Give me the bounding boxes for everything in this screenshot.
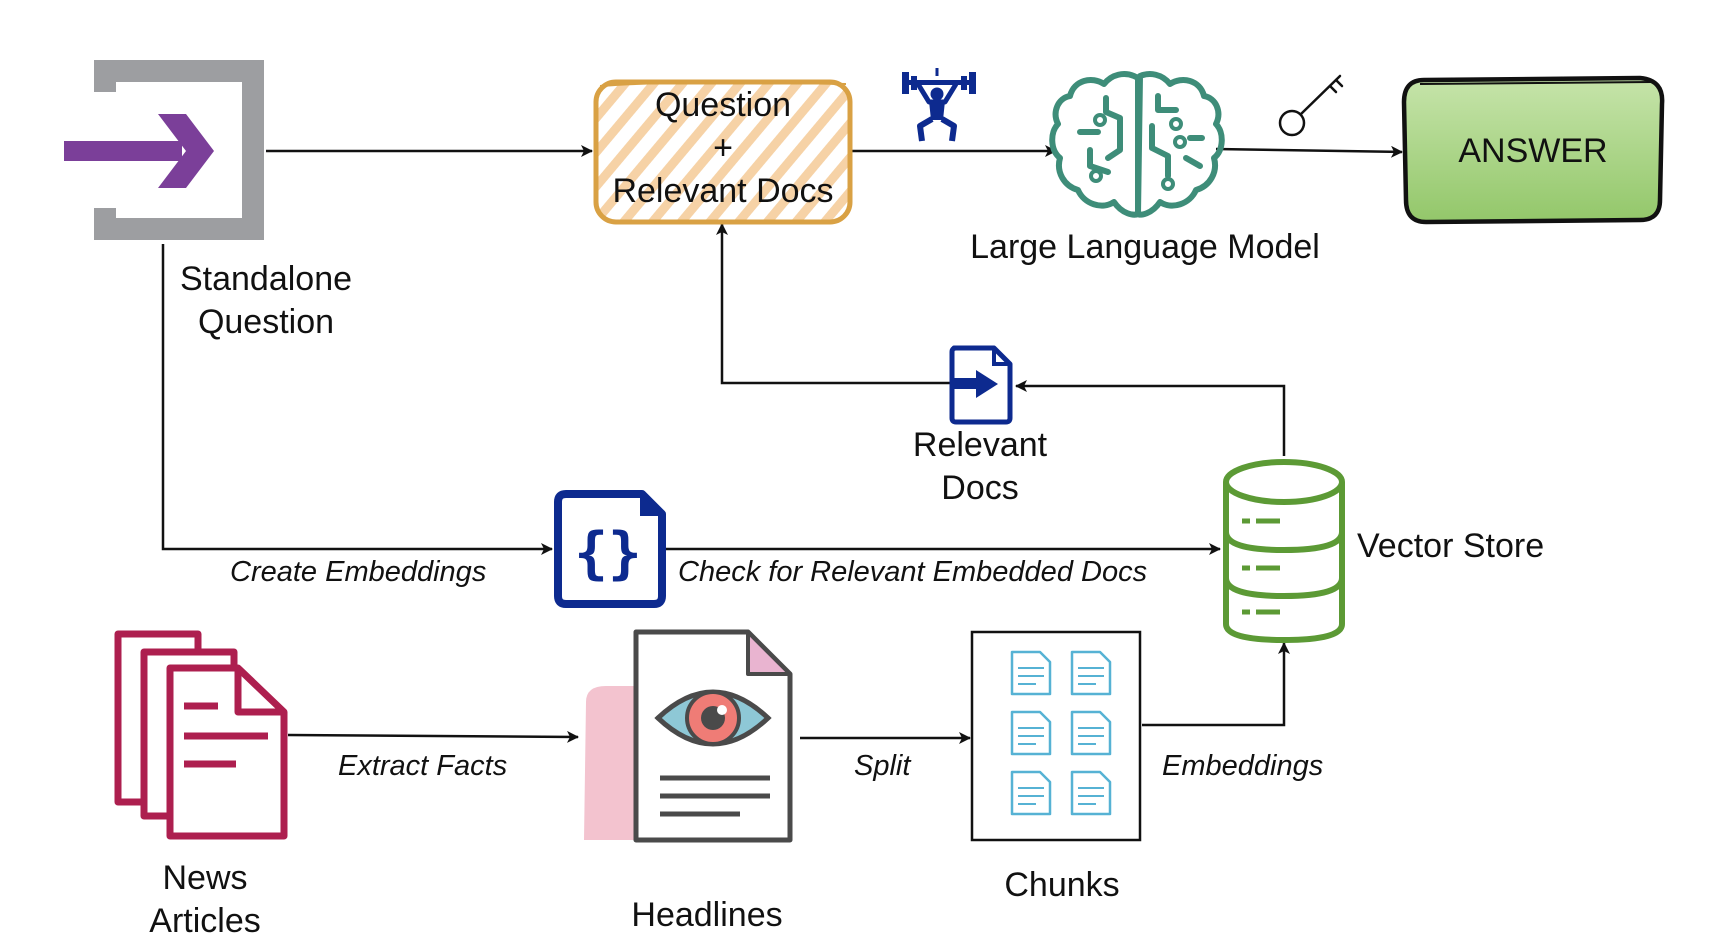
connectors [161, 145, 1403, 744]
edge-enter-to-embedding [161, 244, 553, 555]
edge-news-to-headlines [287, 730, 579, 743]
edge-vectorstore-to-relevantdocs [1015, 380, 1286, 456]
json-file-icon: {} [554, 490, 666, 608]
edge-llm-to-answer [1215, 145, 1403, 158]
prompt-box [593, 79, 853, 225]
database-icon [1223, 459, 1345, 644]
prompt-line-plus: + [713, 129, 733, 167]
document-grid-icon [970, 630, 1142, 842]
prompt-box-text: Question + Relevant Docs [596, 84, 850, 213]
enter-icon [64, 60, 264, 240]
relevant-docs-label: Relevant Docs [912, 426, 1048, 507]
answer-box [1401, 75, 1665, 225]
answer-label: ANSWER [1458, 132, 1608, 170]
prompt-line-question: Question [654, 86, 792, 124]
edge-label-embeddings: Embeddings [1162, 750, 1324, 782]
document-eye-icon [584, 629, 793, 843]
svg-text:{}: {} [574, 521, 641, 586]
edge-label-extract-facts: Extract Facts [338, 750, 508, 782]
edge-chunks-to-vectorstore [1142, 642, 1290, 727]
weightlifter-icon [902, 68, 976, 142]
brain-circuit-icon [1049, 71, 1225, 218]
edge-label-create-embeddings: Create Embeddings [230, 556, 487, 588]
llm-label: Large Language Model [970, 228, 1320, 266]
edge-relevantdocs-to-prompt [716, 223, 951, 385]
documents-stack-icon [114, 630, 288, 840]
vector-store-label: Vector Store [1357, 527, 1545, 565]
headlines-label: Headlines [631, 896, 783, 934]
edge-label-check-relevant: Check for Relevant Embedded Docs [678, 556, 1148, 588]
chunks-label: Chunks [1004, 866, 1120, 904]
news-articles-label: News Articles [149, 859, 261, 940]
prompt-line-docs: Relevant Docs [612, 172, 834, 210]
edge-label-split: Split [854, 750, 911, 782]
document-import-icon [949, 345, 1013, 425]
standalone-question-label: Standalone Question [179, 260, 353, 341]
key-icon [1278, 74, 1344, 137]
